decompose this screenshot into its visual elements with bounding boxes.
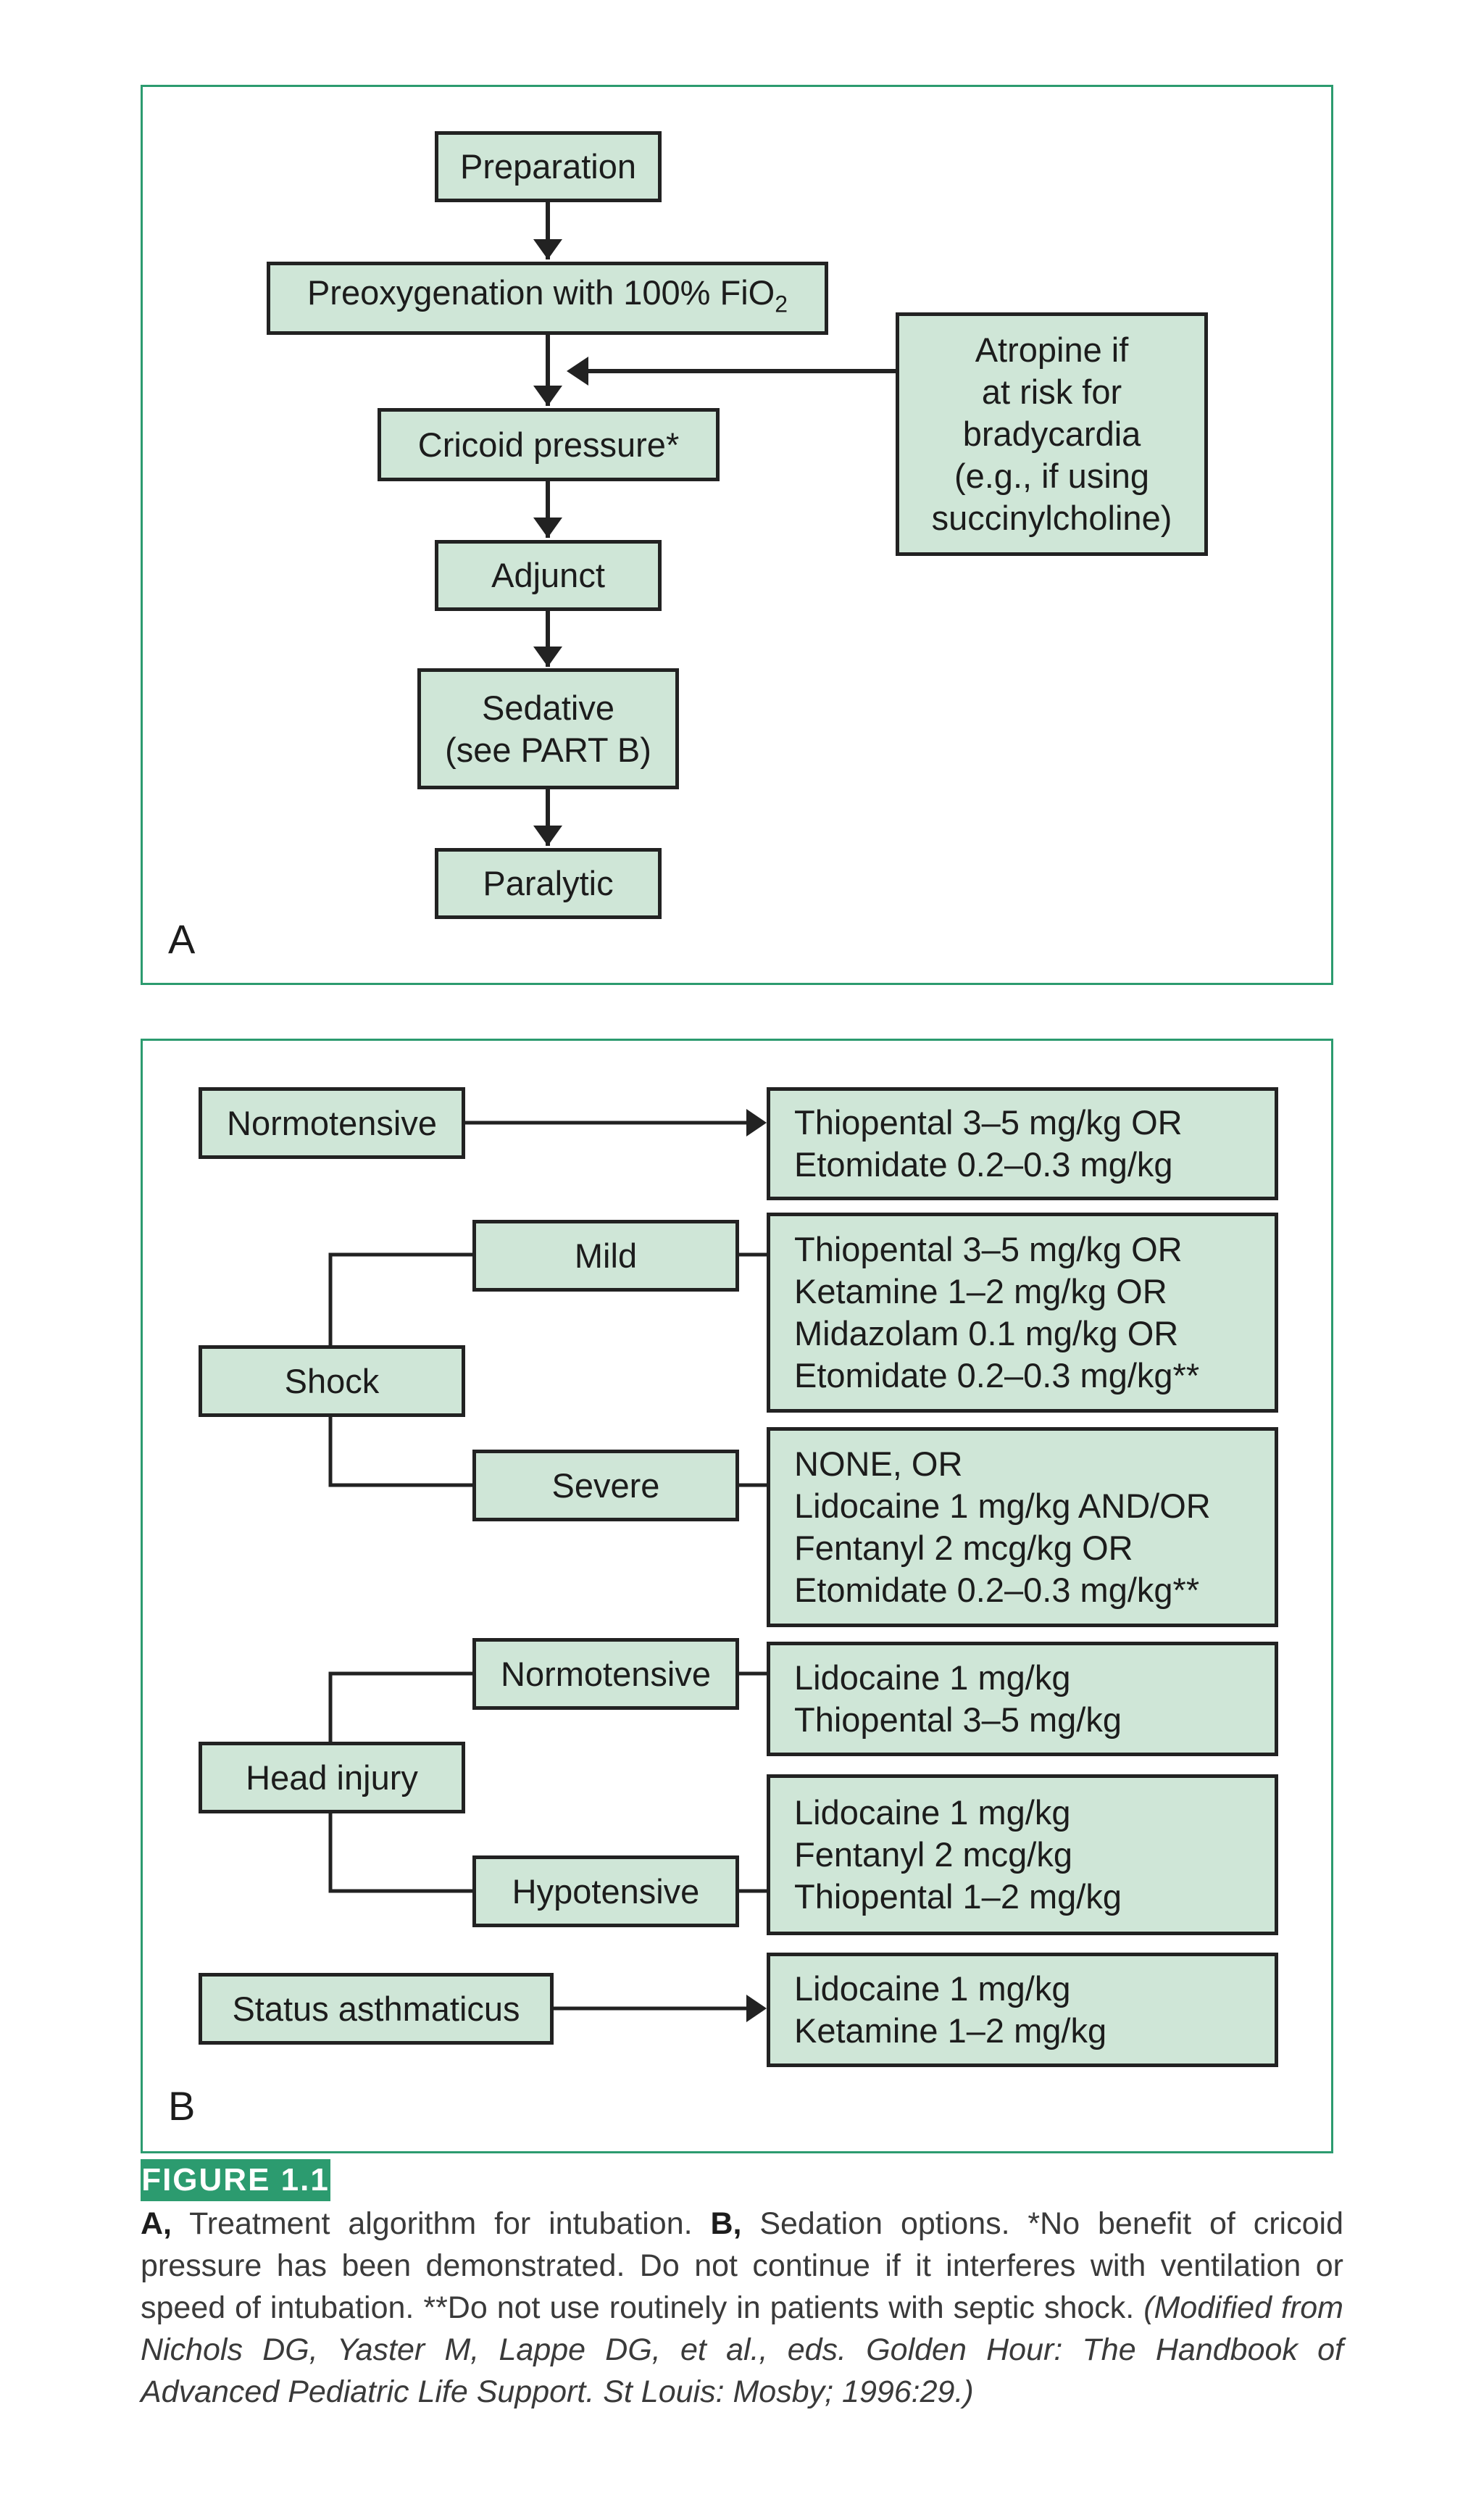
arrowhead-cricoid xyxy=(533,386,562,406)
arrowhead-atropine xyxy=(567,357,588,386)
options-normotensive: Thiopental 3–5 mg/kg OR Etomidate 0.2–0.… xyxy=(767,1087,1278,1200)
figure-caption: A, Treatment algorithm for intubation. B… xyxy=(141,2203,1343,2413)
shock-severe-connector xyxy=(328,1415,474,1487)
step-paralytic: Paralytic xyxy=(435,848,662,919)
arrowhead-status-asthmaticus xyxy=(746,1995,767,2022)
condition-status-asthmaticus: Status asthmaticus xyxy=(199,1973,554,2045)
options-head-hypotensive: Lidocaine 1 mg/kg Fentanyl 2 mcg/kg Thio… xyxy=(767,1774,1278,1935)
arrowhead-preox xyxy=(533,239,562,259)
caption-a-text: Treatment algorithm for intubation. xyxy=(172,2206,711,2241)
arrowhead-sedative xyxy=(533,647,562,667)
subcondition-mild: Mild xyxy=(472,1220,739,1292)
arrowhead-normotensive xyxy=(746,1109,767,1136)
subcondition-severe: Severe xyxy=(472,1450,739,1521)
atropine-note: Atropine if at risk for bradycardia (e.g… xyxy=(896,312,1208,556)
options-shock-mild: Thiopental 3–5 mg/kg OR Ketamine 1–2 mg/… xyxy=(767,1213,1278,1413)
step-adjunct: Adjunct xyxy=(435,540,662,611)
step-sedative: Sedative (see PART B) xyxy=(417,668,679,789)
panel-b-label: B xyxy=(168,2083,196,2129)
condition-head-injury: Head injury xyxy=(199,1742,465,1813)
head-hypotensive-connector xyxy=(328,1811,474,1893)
caption-source: (Modified from Nichols DG, Yaster M, Lap… xyxy=(141,2290,1343,2409)
figure-tag: FIGURE 1.1 xyxy=(141,2159,330,2201)
shock-branch-connector xyxy=(328,1252,474,1347)
step-cricoid-pressure: Cricoid pressure* xyxy=(378,408,720,481)
condition-shock: Shock xyxy=(199,1345,465,1417)
step-preoxygenation: Preoxygenation with 100% FiO2 xyxy=(267,262,828,335)
step-preparation: Preparation xyxy=(435,131,662,202)
subcondition-hypotensive: Hypotensive xyxy=(472,1855,739,1927)
caption-a-label: A, xyxy=(141,2206,172,2241)
caption-b-label: B, xyxy=(710,2206,742,2241)
subcondition-normotensive: Normotensive xyxy=(472,1638,739,1710)
panel-a-label: A xyxy=(168,916,196,962)
head-normotensive-connector xyxy=(328,1671,474,1743)
options-shock-severe: NONE, OR Lidocaine 1 mg/kg AND/OR Fentan… xyxy=(767,1427,1278,1627)
caption-b-text: Sedation options. *No benefit of cricoid… xyxy=(141,2206,1343,2325)
options-status-asthmaticus: Lidocaine 1 mg/kg Ketamine 1–2 mg/kg xyxy=(767,1953,1278,2067)
options-head-normotensive: Lidocaine 1 mg/kg Thiopental 3–5 mg/kg xyxy=(767,1642,1278,1756)
condition-normotensive: Normotensive xyxy=(199,1087,465,1159)
arrowhead-adjunct xyxy=(533,518,562,538)
arrowhead-paralytic xyxy=(533,826,562,846)
